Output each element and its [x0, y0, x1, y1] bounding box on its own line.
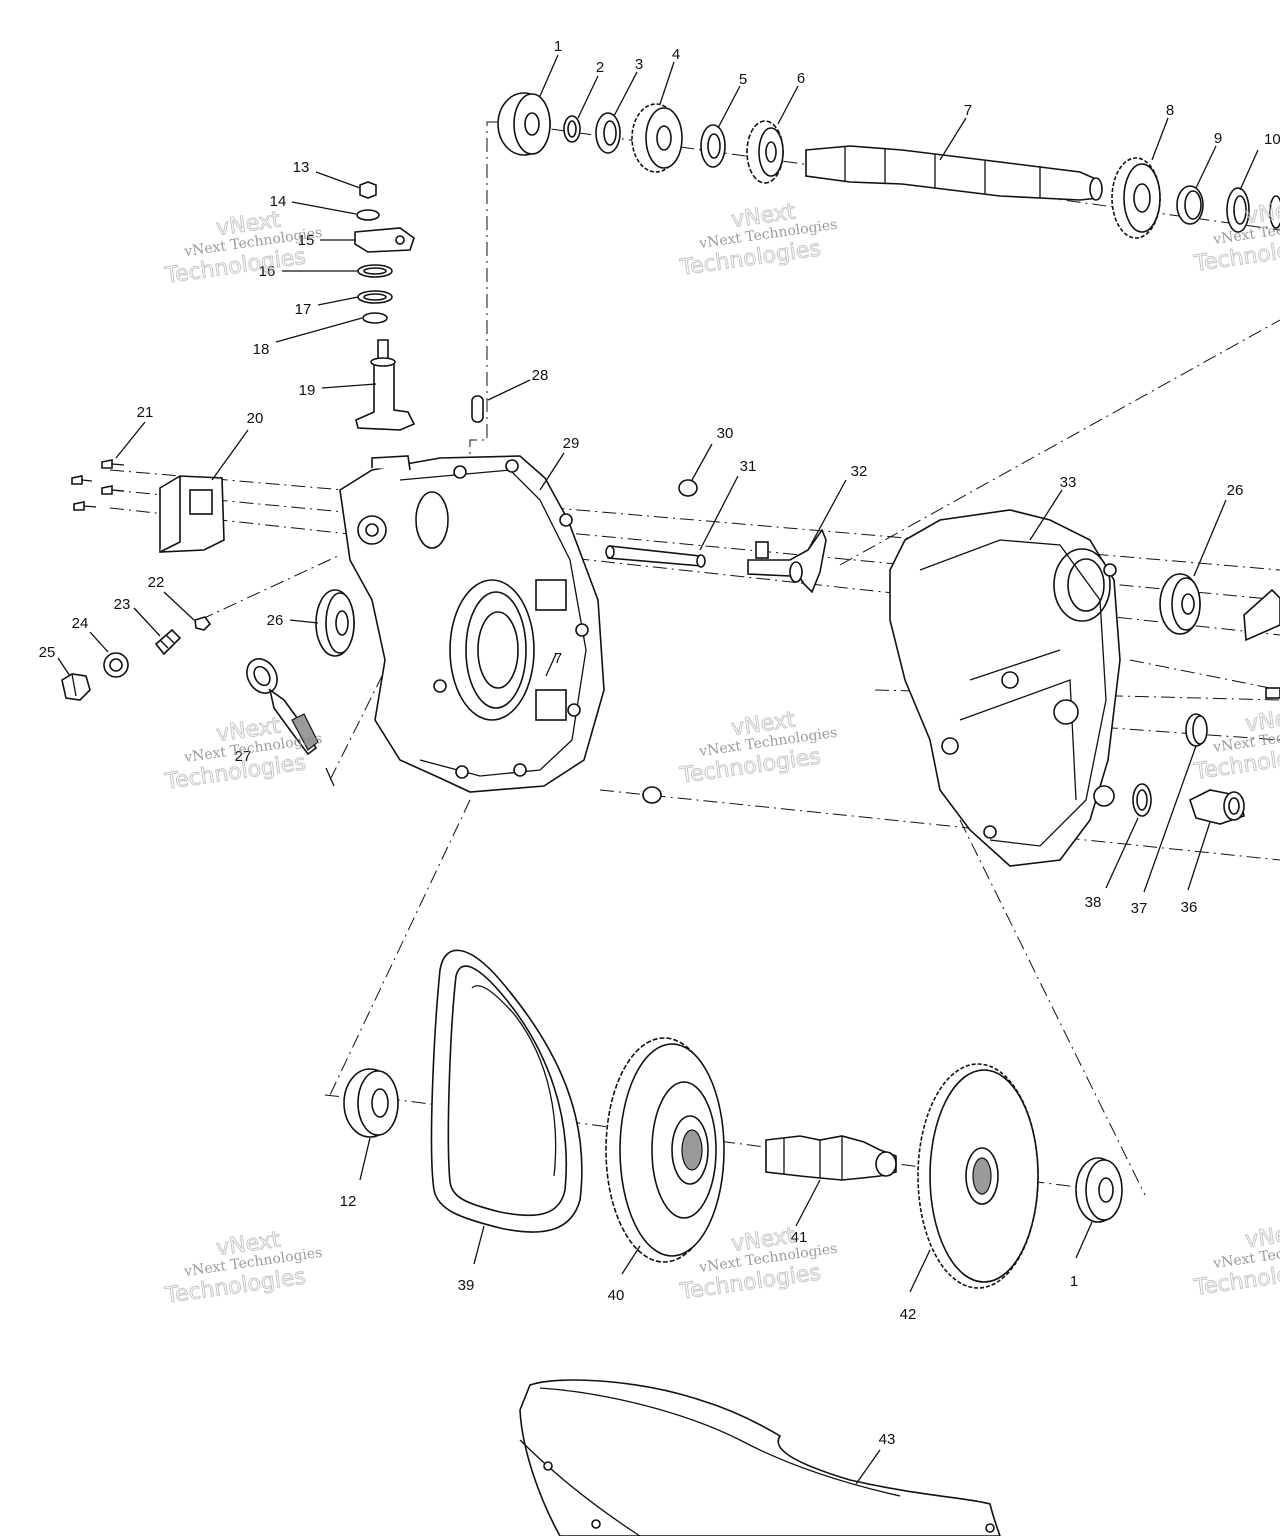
callout-3: 3 [635, 56, 643, 73]
callout-9: 9 [1214, 130, 1222, 147]
callout-1: 1 [554, 38, 562, 55]
callout-29: 29 [563, 435, 580, 452]
callout-7-case: 7 [554, 650, 562, 667]
washer-3 [595, 112, 621, 154]
shift-fork-32 [747, 528, 827, 594]
callout-20: 20 [247, 410, 264, 427]
callout-33: 33 [1060, 474, 1077, 491]
callout-24: 24 [72, 615, 89, 632]
bearing-1-bottom [1075, 1157, 1123, 1223]
callout-25: 25 [39, 644, 56, 661]
callout-1-bottom: 1 [1070, 1273, 1078, 1290]
ring-10 [1226, 187, 1280, 233]
callout-15: 15 [298, 232, 315, 249]
seal-26-right [1159, 573, 1201, 635]
case-half-29 [339, 455, 605, 793]
callout-37: 37 [1131, 900, 1148, 917]
callout-17: 17 [295, 301, 312, 318]
gear-6 [746, 120, 784, 184]
callout-27: 27 [235, 748, 252, 765]
callout-5: 5 [739, 71, 747, 88]
shift-lever-stack [354, 181, 416, 431]
callout-31: 31 [740, 458, 757, 475]
callout-7: 7 [964, 102, 972, 119]
seal-26-left [315, 589, 355, 657]
bushing-30 [642, 479, 698, 804]
callout-40: 40 [608, 1287, 625, 1304]
callout-19: 19 [299, 382, 316, 399]
callout-42: 42 [900, 1306, 917, 1323]
case-half-33 [889, 509, 1121, 867]
callout-38: 38 [1085, 894, 1102, 911]
screws-21 [71, 459, 125, 511]
bearing-37 [1185, 713, 1208, 747]
bearing-12 [343, 1068, 399, 1138]
callout-22: 22 [148, 574, 165, 591]
right-edge-fragment [1243, 588, 1280, 699]
callout-39: 39 [458, 1277, 475, 1294]
callout-10: 10 [1264, 131, 1280, 148]
callout-26-left: 26 [267, 612, 284, 629]
plug-22-spring-23-washer-24-bolt-25 [61, 616, 212, 701]
main-shaft-7 [805, 145, 1103, 201]
leader-lines [57, 54, 1259, 1485]
callout-8: 8 [1166, 102, 1174, 119]
callout-18: 18 [253, 341, 270, 358]
callout-numbers: 1 2 3 4 5 6 7 8 9 10 12 13 14 15 16 17 1… [39, 38, 1280, 1448]
callout-16: 16 [259, 263, 276, 280]
gear-4 [631, 103, 683, 173]
callout-41: 41 [791, 1229, 808, 1246]
drive-shaft-41 [765, 1135, 897, 1181]
callout-6: 6 [797, 70, 805, 87]
dowel-pin-28 [471, 395, 484, 423]
gear-8 [1111, 157, 1161, 239]
callout-32: 32 [851, 463, 868, 480]
washer-38 [1132, 783, 1152, 817]
chain-39 [430, 949, 583, 1233]
callout-23: 23 [114, 596, 131, 613]
callout-14: 14 [270, 193, 287, 210]
callout-2: 2 [596, 59, 604, 76]
callout-4: 4 [672, 46, 680, 63]
callout-28: 28 [532, 367, 549, 384]
shift-rod-31 [605, 545, 706, 568]
callout-36: 36 [1181, 899, 1198, 916]
callout-12: 12 [340, 1193, 357, 1210]
callout-30: 30 [717, 425, 734, 442]
snap-ring-2 [563, 115, 581, 143]
washer-5 [700, 124, 726, 168]
dipstick-27 [246, 658, 319, 756]
callout-43: 43 [879, 1431, 896, 1448]
gear-42 [917, 1063, 1039, 1289]
sprocket-40 [605, 1037, 725, 1263]
chain-guard-43 [519, 1379, 1001, 1536]
sprocket-36 [1189, 789, 1245, 825]
callout-26-right: 26 [1227, 482, 1244, 499]
cover-plate-20 [159, 475, 225, 553]
callout-13: 13 [293, 159, 310, 176]
bushing-9 [1176, 185, 1204, 225]
bearing-1-top [497, 92, 551, 156]
callout-21: 21 [137, 404, 154, 421]
